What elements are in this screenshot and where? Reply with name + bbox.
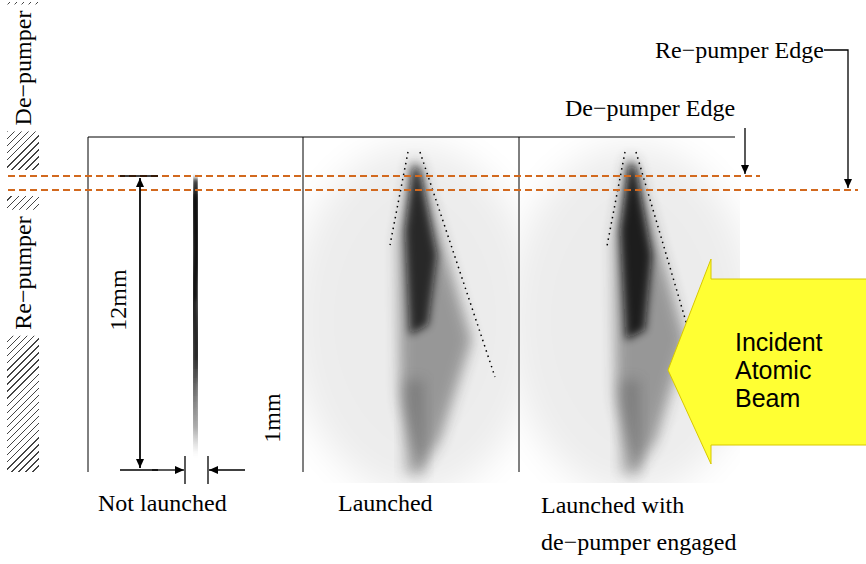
- panel-caption: Launched: [338, 489, 433, 517]
- atom-image: [194, 178, 196, 455]
- dimension-line: [120, 176, 245, 484]
- re-pumper-region: Re−pumper: [7, 196, 39, 472]
- dimension-label: 12mm: [106, 269, 130, 330]
- edge-dashed-line: [8, 176, 858, 190]
- de-pumper-region: De−pumper: [7, 2, 39, 170]
- beam-label: Incident Atomic Beam: [735, 328, 855, 412]
- pointer-arrow: [745, 50, 848, 188]
- arrow-fill: [668, 259, 866, 464]
- atom-image: [304, 145, 518, 483]
- edge-label: De−pumper Edge: [565, 94, 735, 122]
- dimension-label: 1mm: [260, 393, 284, 442]
- panel-caption: Not launched: [98, 489, 227, 517]
- beam-arrow: Incident Atomic Beam: [667, 258, 866, 465]
- panel-caption: Launched with de−pumper engaged: [541, 487, 769, 561]
- region-label: De−pumper: [7, 4, 39, 131]
- edge-label: Re−pumper Edge: [655, 36, 824, 64]
- region-label: Re−pumper: [7, 210, 39, 336]
